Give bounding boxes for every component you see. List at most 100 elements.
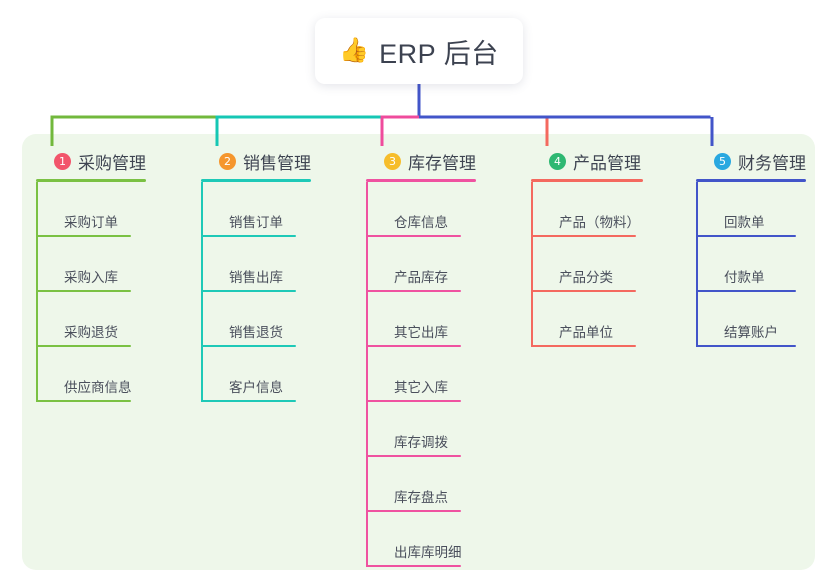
- branch-header-5[interactable]: 5 财务管理: [696, 146, 806, 176]
- leaf-underline: [366, 400, 461, 402]
- branch-header-1[interactable]: 1 采购管理: [36, 146, 146, 176]
- leaf-node[interactable]: 客户信息: [201, 347, 311, 402]
- branch-header-3[interactable]: 3 库存管理: [366, 146, 476, 176]
- leaf-node-label: 采购订单: [64, 215, 118, 230]
- leaf-underline: [696, 345, 796, 347]
- leaf-node[interactable]: 付款单: [696, 237, 806, 292]
- leaf-underline: [366, 235, 461, 237]
- branch-column-3: 3 库存管理仓库信息产品库存其它出库其它入库库存调拨库存盘点出库库明细: [366, 146, 476, 567]
- leaf-list: 产品（物料） 产品分类产品单位: [531, 182, 643, 347]
- leaf-node-label: 付款单: [724, 270, 765, 285]
- diagram-background-panel: [22, 134, 815, 570]
- branch-spine-line: [201, 182, 203, 402]
- branch-column-4: 4 产品管理产品（物料） 产品分类产品单位: [531, 146, 643, 347]
- leaf-underline: [696, 235, 796, 237]
- branch-header-4[interactable]: 4 产品管理: [531, 146, 643, 176]
- branch-column-5: 5 财务管理回款单付款单结算账户: [696, 146, 806, 347]
- leaf-node-label: 产品分类: [559, 270, 613, 285]
- branch-number-badge: 3: [384, 152, 401, 170]
- leaf-underline: [36, 235, 131, 237]
- leaf-node[interactable]: 回款单: [696, 182, 806, 237]
- leaf-underline: [366, 565, 461, 567]
- leaf-underline: [366, 455, 461, 457]
- leaf-node[interactable]: 产品单位: [531, 292, 643, 347]
- leaf-node[interactable]: 销售订单: [201, 182, 311, 237]
- leaf-list: 销售订单销售出库销售退货客户信息: [201, 182, 311, 402]
- leaf-node-label: 其它入库: [394, 380, 448, 395]
- branch-spine-line: [36, 182, 38, 402]
- branch-spine-line: [531, 182, 533, 347]
- leaf-node-label: 客户信息: [229, 380, 283, 395]
- leaf-underline: [201, 235, 296, 237]
- branch-number-badge: 4: [549, 152, 566, 170]
- leaf-underline: [36, 345, 131, 347]
- branch-title-label: 采购管理: [78, 153, 146, 173]
- branch-underline: [36, 179, 146, 182]
- branch-title-label: 库存管理: [408, 153, 476, 173]
- leaf-node-label: 采购入库: [64, 270, 118, 285]
- leaf-node[interactable]: 其它入库: [366, 347, 476, 402]
- leaf-node-label: 销售退货: [229, 325, 283, 340]
- leaf-node-label: 其它出库: [394, 325, 448, 340]
- branch-number-badge: 5: [714, 152, 731, 170]
- branch-underline: [696, 179, 806, 182]
- leaf-node-label: 供应商信息: [64, 380, 132, 395]
- branch-number-badge: 1: [54, 152, 71, 170]
- leaf-underline: [36, 290, 131, 292]
- leaf-node-label: 产品库存: [394, 270, 448, 285]
- branch-underline: [366, 179, 476, 182]
- branch-column-2: 2 销售管理销售订单销售出库销售退货客户信息: [201, 146, 311, 402]
- leaf-list: 仓库信息产品库存其它出库其它入库库存调拨库存盘点出库库明细: [366, 182, 476, 567]
- branch-spine-line: [696, 182, 698, 347]
- leaf-node-label: 销售订单: [229, 215, 283, 230]
- branch-number-badge: 2: [219, 152, 236, 170]
- leaf-node-label: 采购退货: [64, 325, 118, 340]
- leaf-node-label: 库存调拨: [394, 435, 448, 450]
- leaf-node[interactable]: 产品分类: [531, 237, 643, 292]
- thumbs-up-icon: 👍: [339, 37, 370, 64]
- leaf-underline: [696, 290, 796, 292]
- leaf-node[interactable]: 仓库信息: [366, 182, 476, 237]
- branch-underline: [531, 179, 643, 182]
- branch-title-label: 销售管理: [243, 153, 311, 173]
- leaf-node[interactable]: 采购订单: [36, 182, 146, 237]
- leaf-node[interactable]: 库存调拨: [366, 402, 476, 457]
- branch-spine-line: [366, 182, 368, 567]
- leaf-list: 采购订单采购入库采购退货供应商信息: [36, 182, 146, 402]
- leaf-node-label: 回款单: [724, 215, 765, 230]
- leaf-underline: [201, 345, 296, 347]
- leaf-underline: [366, 510, 461, 512]
- leaf-node[interactable]: 出库库明细: [366, 512, 476, 567]
- leaf-list: 回款单付款单结算账户: [696, 182, 806, 347]
- leaf-underline: [366, 345, 461, 347]
- branch-header-2[interactable]: 2 销售管理: [201, 146, 311, 176]
- leaf-node-label: 仓库信息: [394, 215, 448, 230]
- leaf-underline: [531, 290, 636, 292]
- leaf-underline: [36, 400, 131, 402]
- leaf-node[interactable]: 供应商信息: [36, 347, 146, 402]
- leaf-node-label: 结算账户: [724, 325, 778, 340]
- branch-underline: [201, 179, 311, 182]
- root-node-label: ERP 后台: [379, 38, 499, 69]
- leaf-underline: [366, 290, 461, 292]
- leaf-node[interactable]: 销售退货: [201, 292, 311, 347]
- leaf-node[interactable]: 库存盘点: [366, 457, 476, 512]
- leaf-node-label: 出库库明细: [394, 545, 462, 560]
- leaf-underline: [531, 345, 636, 347]
- leaf-underline: [201, 400, 296, 402]
- branch-title-label: 财务管理: [738, 153, 806, 173]
- leaf-underline: [531, 235, 636, 237]
- leaf-node-label: 产品（物料）: [559, 215, 640, 230]
- leaf-node[interactable]: 销售出库: [201, 237, 311, 292]
- leaf-node[interactable]: 产品库存: [366, 237, 476, 292]
- leaf-node[interactable]: 其它出库: [366, 292, 476, 347]
- leaf-node-label: 产品单位: [559, 325, 613, 340]
- leaf-node[interactable]: 采购入库: [36, 237, 146, 292]
- leaf-node[interactable]: 采购退货: [36, 292, 146, 347]
- leaf-underline: [201, 290, 296, 292]
- leaf-node[interactable]: 结算账户: [696, 292, 806, 347]
- leaf-node[interactable]: 产品（物料）: [531, 182, 643, 237]
- branch-title-label: 产品管理: [573, 153, 641, 173]
- root-node[interactable]: 👍 ERP 后台: [315, 18, 523, 84]
